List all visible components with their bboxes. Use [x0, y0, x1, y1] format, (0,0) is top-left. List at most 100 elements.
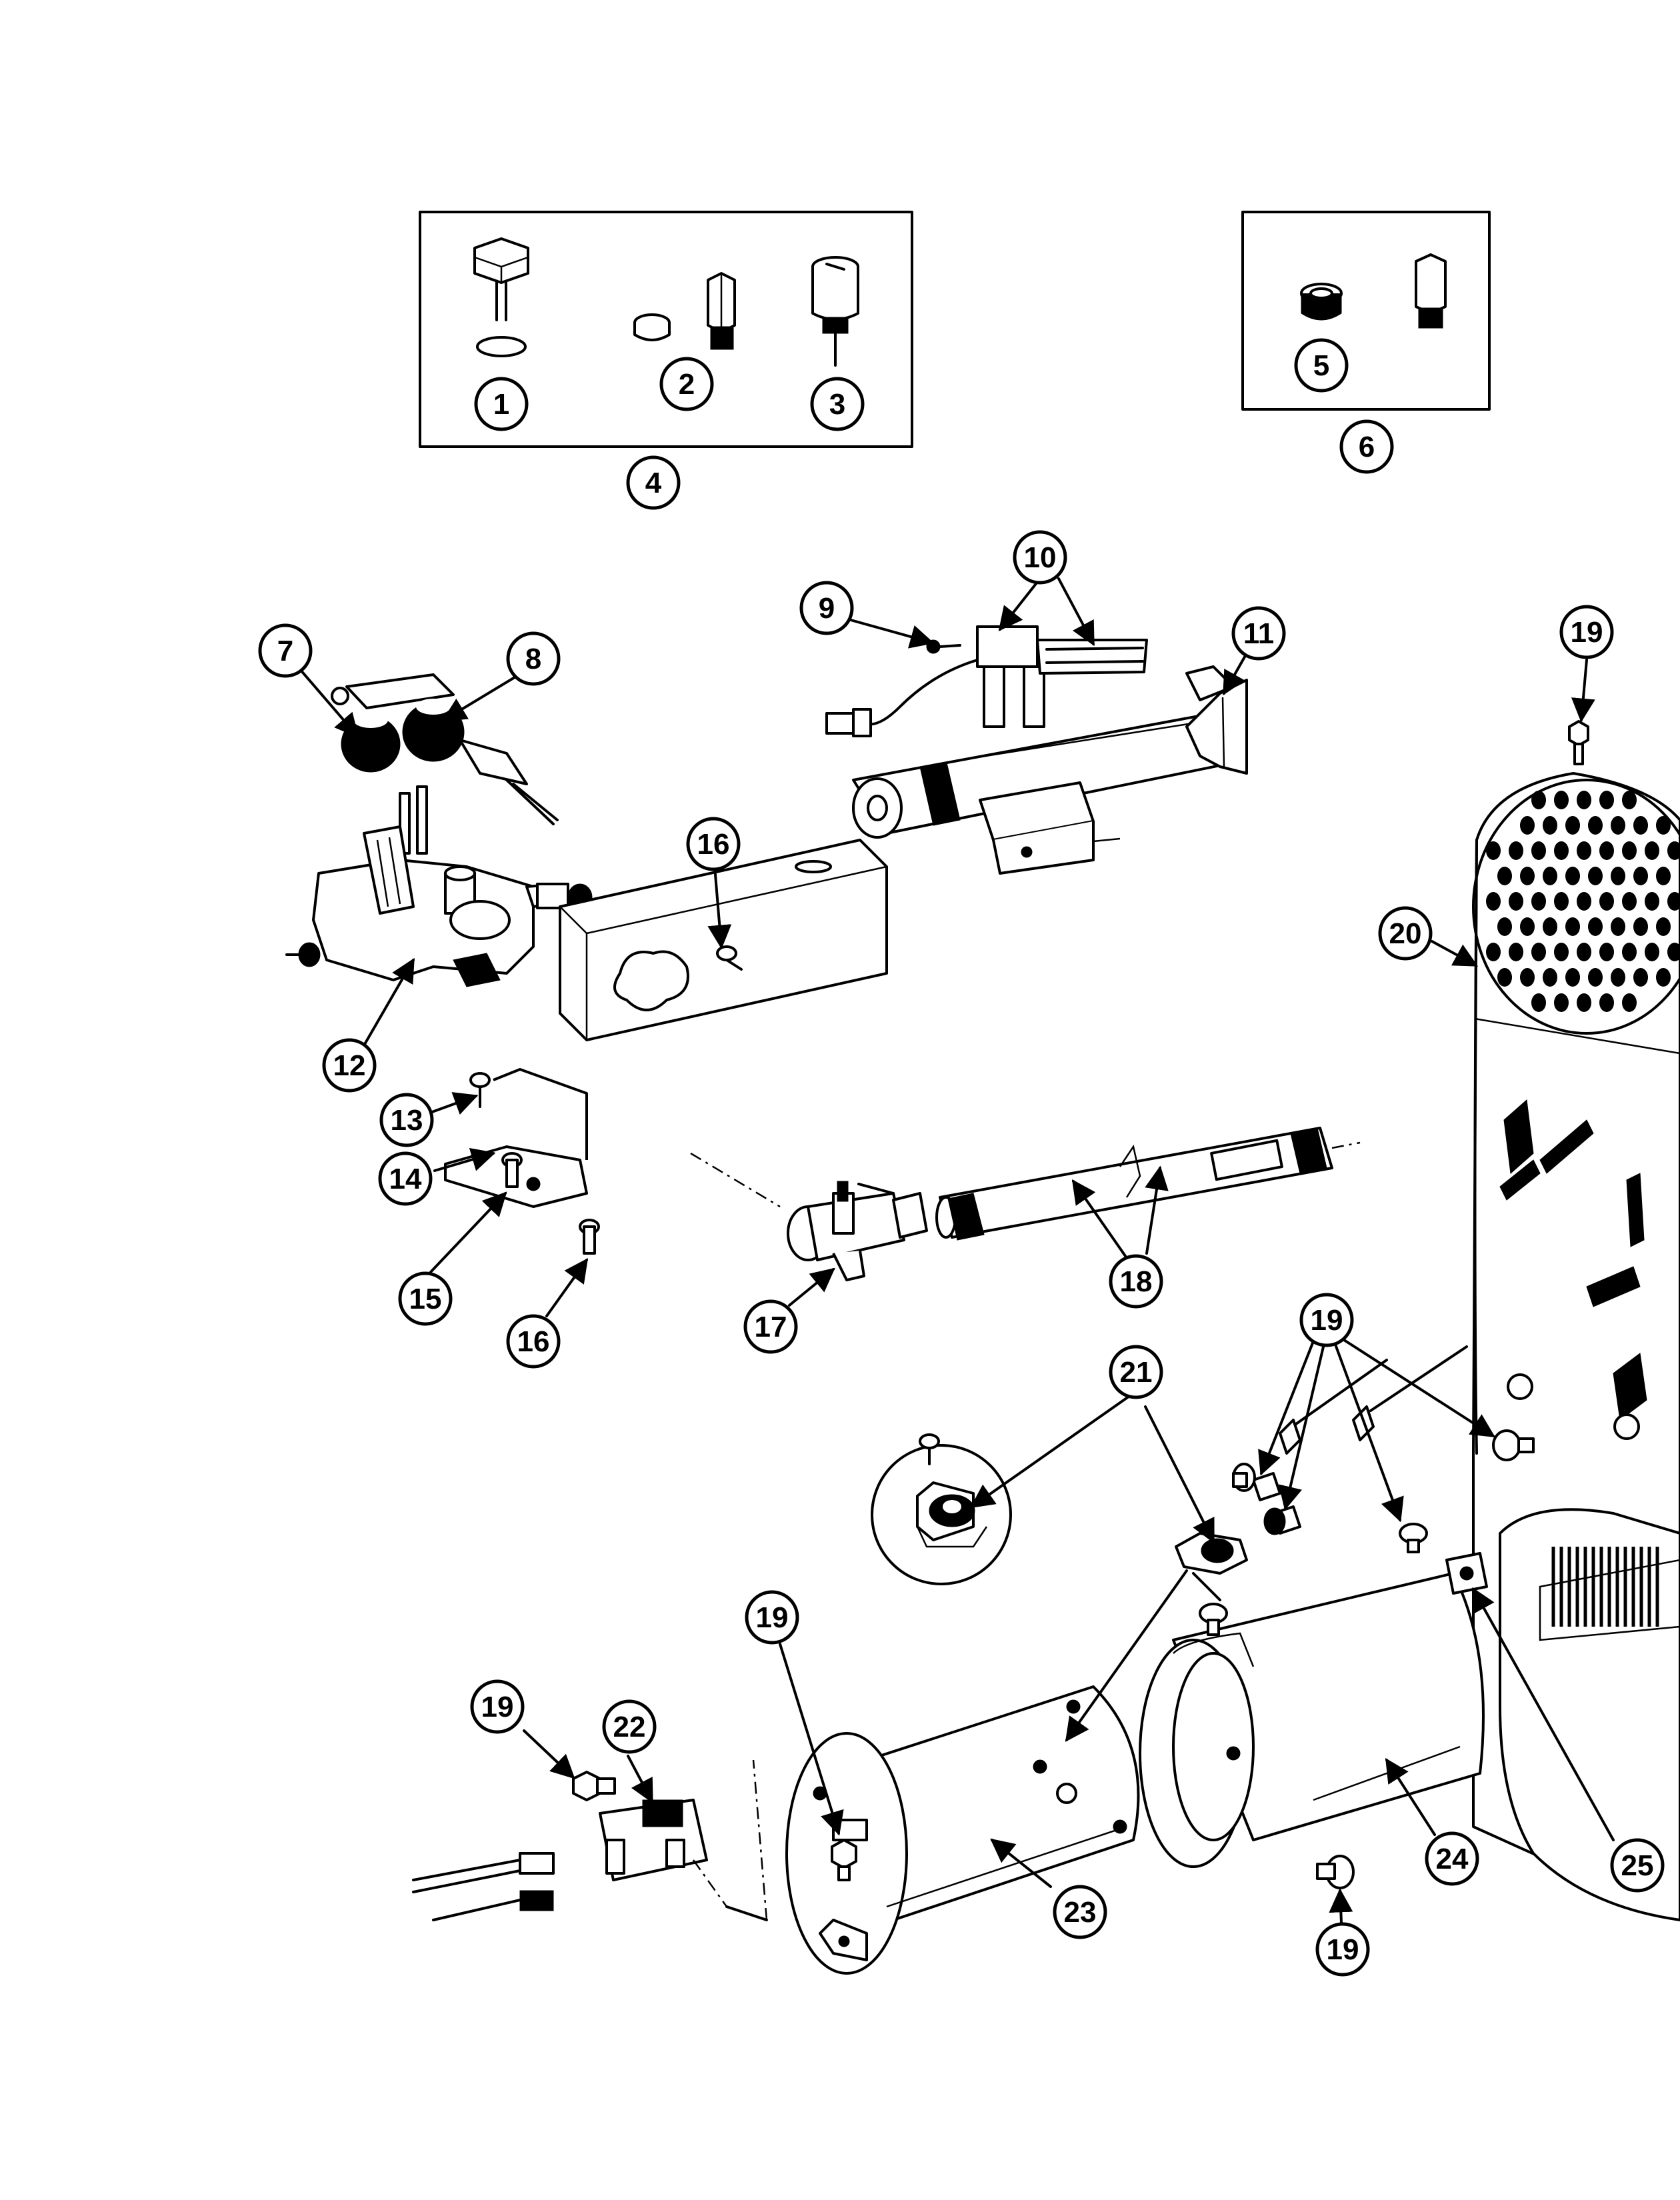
thermostat-detail-circle	[871, 1433, 1012, 1585]
callout-number: 8	[525, 643, 541, 675]
callout-9: 9	[799, 581, 854, 635]
callout-number: 4	[645, 467, 662, 499]
screw-16-upper	[716, 945, 743, 971]
callout-12: 12	[322, 1038, 377, 1093]
vent-hole	[1656, 816, 1671, 835]
callout-number: 3	[829, 388, 845, 421]
vent-hole	[1633, 867, 1648, 885]
part-2-fittings	[633, 272, 736, 350]
vent-hole	[1554, 943, 1569, 961]
callout-number: 23	[1064, 1896, 1097, 1929]
callout-number: 24	[1436, 1843, 1469, 1875]
callout-number: 19	[1571, 616, 1603, 649]
callout-23: 23	[1053, 1885, 1107, 1939]
vent-hole	[1656, 968, 1671, 987]
vent-hole	[1509, 892, 1523, 911]
callout-8: 8	[506, 631, 561, 686]
callout-3: 3	[810, 377, 865, 431]
vent-holes	[1486, 791, 1680, 1012]
callout-number: 5	[1313, 349, 1329, 382]
part-1-plug	[473, 237, 529, 357]
callout-number: 2	[679, 368, 695, 401]
screw-19-b	[1399, 1523, 1428, 1553]
screw-19-panel-top	[1568, 720, 1589, 765]
vent-hole	[1565, 867, 1580, 885]
vent-hole	[1656, 867, 1671, 885]
vent-hole	[1554, 841, 1569, 860]
callout-number: 10	[1024, 541, 1057, 574]
vent-hole	[1633, 816, 1648, 835]
callout-number: 16	[697, 828, 730, 861]
screw-19-d	[1263, 1507, 1286, 1535]
vent-hole	[1599, 943, 1614, 961]
burner-igniter-assembly	[825, 625, 1248, 875]
vent-hole	[1622, 943, 1637, 961]
vent-hole	[1520, 968, 1535, 987]
callout-2: 2	[659, 357, 714, 411]
vent-hole	[1667, 841, 1680, 860]
vent-hole	[1565, 816, 1580, 835]
callout-number: 1	[493, 388, 509, 421]
vent-hole	[1645, 841, 1659, 860]
vent-hole	[1588, 867, 1603, 885]
leader-lines	[299, 577, 1615, 1924]
vent-hole	[1520, 867, 1535, 885]
vent-hole	[1588, 968, 1603, 987]
vent-hole	[1577, 841, 1591, 860]
vent-hole	[1611, 867, 1625, 885]
vent-hole	[1565, 968, 1580, 987]
callout-7: 7	[258, 623, 313, 678]
vent-hole	[1588, 816, 1603, 835]
vent-hole	[1509, 943, 1523, 961]
vent-hole	[1543, 917, 1557, 936]
screw-19-cyl	[1199, 1603, 1228, 1636]
callout-number: 19	[756, 1601, 789, 1634]
screw-19-23	[831, 1839, 857, 1881]
callout-number: 19	[1311, 1304, 1343, 1337]
callout-number: 7	[277, 635, 293, 667]
vent-hole	[1531, 841, 1546, 860]
callout-10: 10	[1013, 530, 1067, 585]
vent-hole	[1645, 892, 1659, 911]
vent-hole	[1531, 993, 1546, 1012]
callout-15: 15	[398, 1271, 453, 1326]
callout-19-2: 19	[1559, 605, 1614, 659]
callout-25: 25	[1610, 1838, 1665, 1893]
screw-19-a	[1492, 1429, 1535, 1461]
kit-box-6	[1241, 211, 1491, 411]
callout-number: 18	[1120, 1265, 1153, 1298]
callout-19-4: 19	[745, 1590, 799, 1645]
callout-16-2: 16	[686, 817, 741, 871]
vent-hole	[1588, 917, 1603, 936]
part-6-hex-fitting	[1415, 253, 1447, 329]
part-5-orifice	[1300, 283, 1343, 321]
vent-hole	[1577, 993, 1591, 1012]
vent-hole	[1520, 917, 1535, 936]
vent-hole	[1622, 993, 1637, 1012]
thermostat-21	[1175, 1345, 1468, 1601]
vent-hole	[1645, 943, 1659, 961]
vent-hole	[1577, 892, 1591, 911]
callout-number: 11	[1243, 617, 1275, 650]
callout-20: 20	[1378, 906, 1433, 961]
callout-number: 14	[389, 1163, 422, 1195]
callout-19: 19	[1299, 1293, 1354, 1347]
vent-hole	[1486, 841, 1501, 860]
vent-hole	[1509, 841, 1523, 860]
callout-18: 18	[1109, 1254, 1163, 1309]
callout-5: 5	[1294, 338, 1349, 393]
callout-number: 15	[409, 1283, 442, 1315]
vent-hole	[1554, 791, 1569, 809]
callout-24: 24	[1425, 1831, 1479, 1886]
vent-hole	[1667, 943, 1680, 961]
vent-hole	[1497, 867, 1512, 885]
callout-number: 19	[481, 1691, 514, 1723]
vent-hole	[1633, 968, 1648, 987]
vent-hole	[1531, 892, 1546, 911]
callout-number: 19	[1327, 1933, 1359, 1966]
vent-hole	[1656, 917, 1671, 936]
callout-13: 13	[379, 1093, 434, 1147]
callout-1: 1	[474, 377, 529, 431]
shutoff-valve	[690, 1152, 928, 1281]
callout-number: 6	[1359, 431, 1375, 463]
